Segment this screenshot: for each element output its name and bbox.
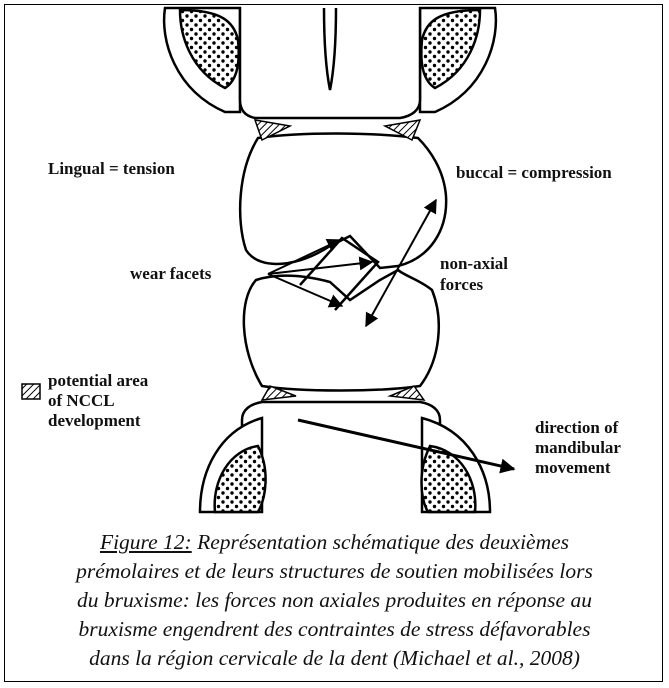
- lower-tooth-root: [242, 402, 440, 512]
- caption-line-5: dans la région cervicale de la dent (Mic…: [10, 644, 659, 673]
- lingual-label: Lingual = tension: [48, 159, 175, 179]
- direction-label-2: mandibular: [535, 438, 621, 458]
- lower-left-bone: [200, 418, 266, 512]
- caption-line-4: bruxisme engendrent des contraintes de s…: [10, 615, 659, 644]
- caption-line-3: du bruxisme: les forces non axiales prod…: [10, 586, 659, 615]
- non-axial-label-2: forces: [440, 275, 483, 295]
- upper-crown: [240, 134, 446, 269]
- non-axial-label-1: non-axial: [440, 254, 508, 274]
- potential-area-label-3: development: [48, 411, 141, 431]
- potential-area-label-2: of NCCL: [48, 391, 115, 411]
- hatched-legend-icon: [22, 384, 40, 399]
- lower-right-bone: [422, 418, 491, 512]
- upper-left-bone: [164, 8, 240, 112]
- caption-line-2: prémolaires et de leurs structures de so…: [10, 557, 659, 586]
- buccal-label: buccal = compression: [456, 163, 612, 183]
- upper-tooth-root: [240, 8, 420, 118]
- wear-facets-label: wear facets: [130, 264, 211, 284]
- direction-label-1: direction of: [535, 418, 618, 438]
- lower-crown: [244, 270, 439, 391]
- figure-number: Figure 12:: [100, 530, 192, 554]
- caption-line-1: Représentation schématique des deuxièmes: [192, 530, 569, 554]
- direction-label-3: movement: [535, 458, 611, 478]
- upper-right-bone: [420, 8, 496, 112]
- figure-caption: Figure 12: Représentation schématique de…: [10, 528, 659, 673]
- potential-area-label-1: potential area: [48, 371, 148, 391]
